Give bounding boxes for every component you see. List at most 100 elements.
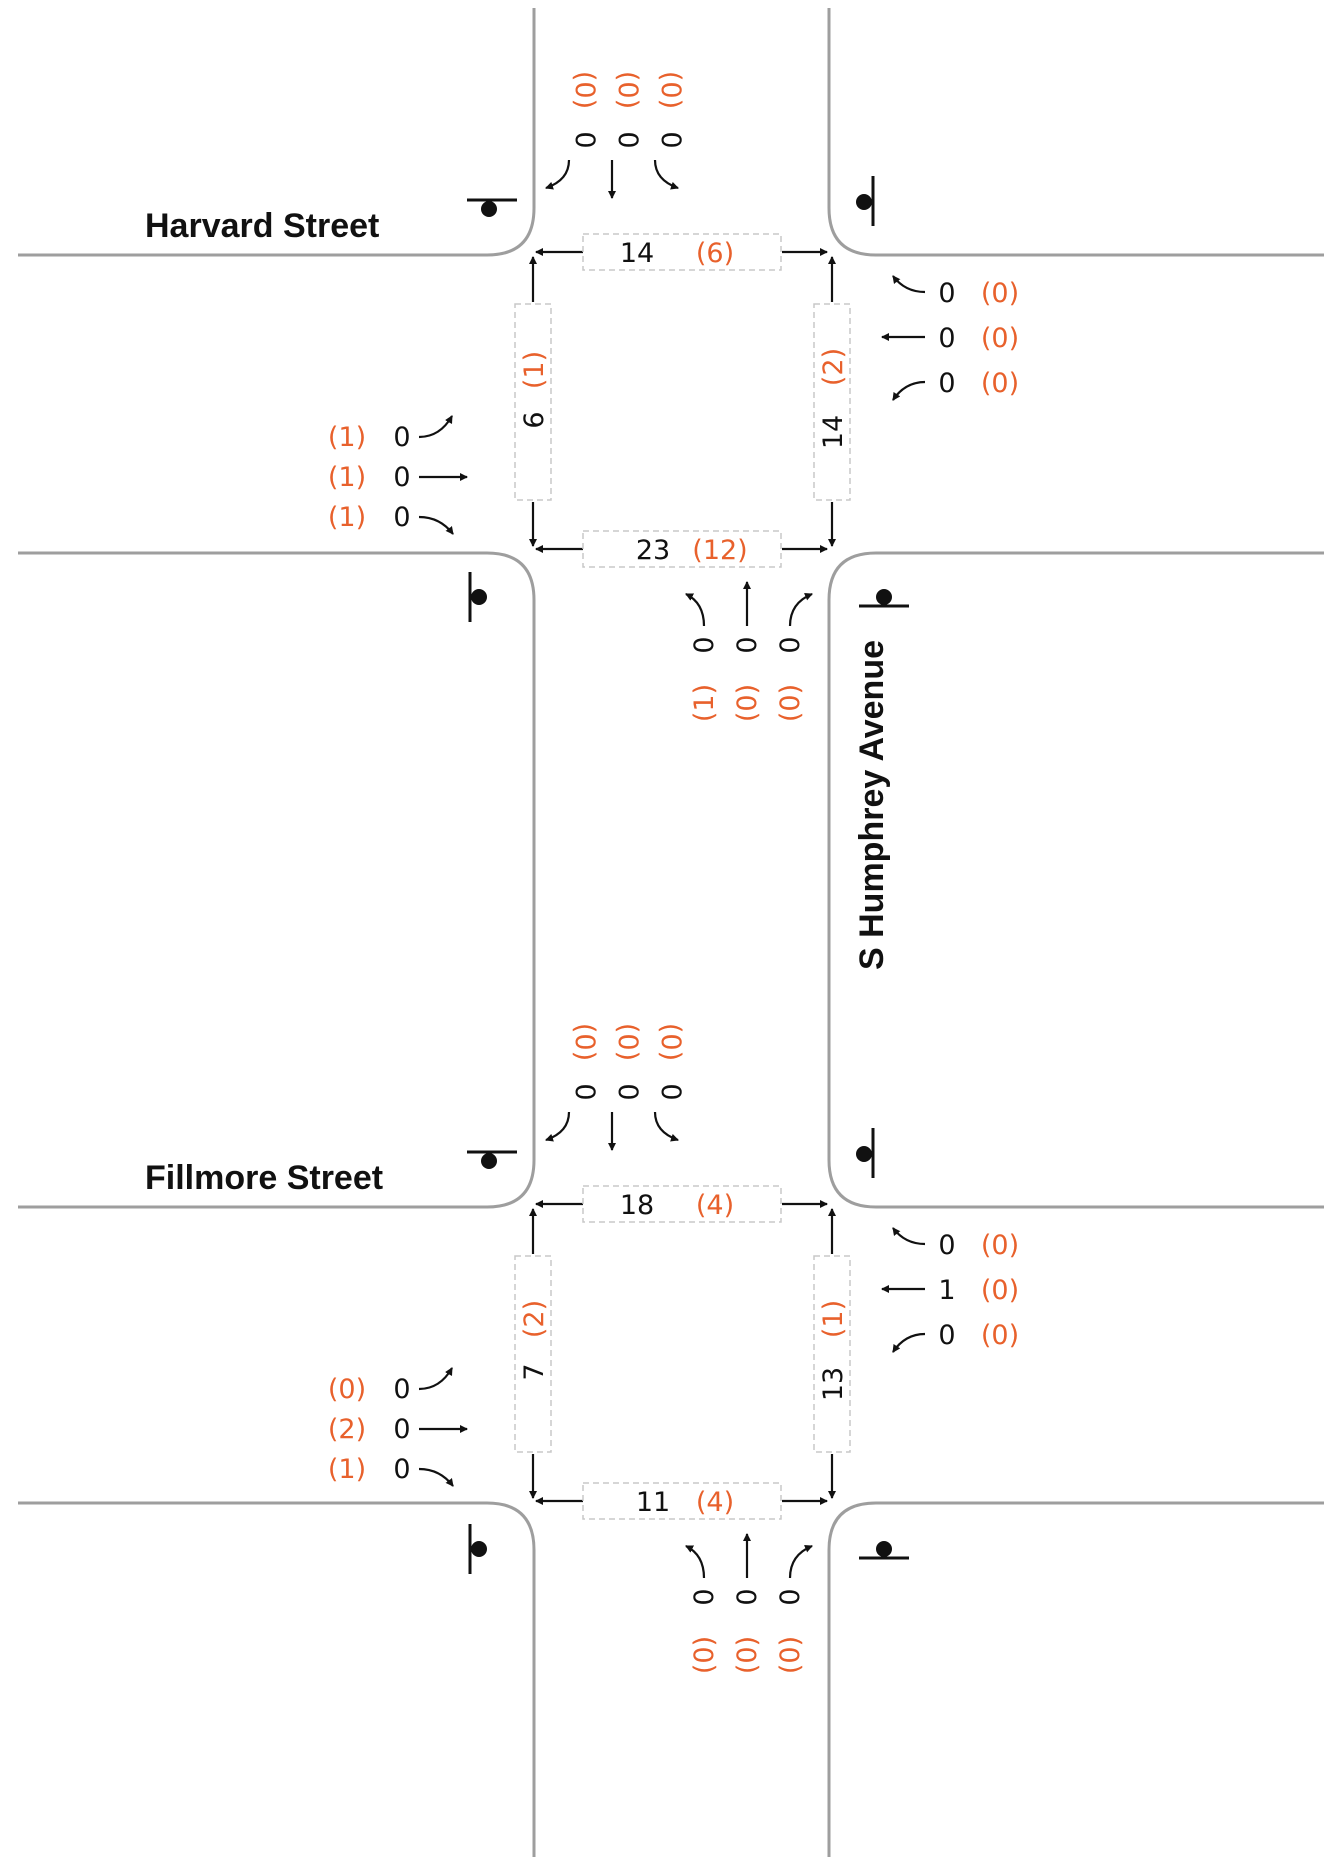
movement-paren-count: (0) xyxy=(981,1275,1019,1306)
movement-paren-count: (0) xyxy=(569,1023,600,1061)
right-turn-arrow-icon xyxy=(418,1467,454,1487)
approach-westbound: 0 0 0 (0) (0) (0) xyxy=(881,275,1019,401)
left-turn-arrow-icon xyxy=(653,159,679,190)
movement-paren-count: (0) xyxy=(775,684,806,722)
stop-sign-icon xyxy=(859,1541,909,1560)
movement-count: 0 xyxy=(612,1083,643,1100)
curb-ne-harvard xyxy=(827,8,1324,257)
movement-paren-count: (0) xyxy=(775,1636,806,1674)
approach-eastbound: (0) (2) (1) 0 0 0 xyxy=(328,1367,468,1487)
crosswalk-east: 14 (2) xyxy=(813,303,851,501)
movement-count: 0 xyxy=(938,323,955,354)
movement-count: 0 xyxy=(938,1230,955,1261)
crosswalk-count: 23 xyxy=(636,535,670,566)
left-turn-arrow-icon xyxy=(653,1111,679,1142)
movement-count: 0 xyxy=(732,1588,763,1605)
street-label-harvard: Harvard Street xyxy=(145,207,379,245)
right-turn-arrow-icon xyxy=(545,159,571,190)
crosswalk-count: 18 xyxy=(620,1190,654,1221)
movement-paren-count: (0) xyxy=(981,368,1019,399)
street-label-humphrey: S Humphrey Avenue xyxy=(853,640,891,970)
approach-southbound: (0) (0) (0) 0 0 0 xyxy=(545,1023,686,1151)
movement-count: 0 xyxy=(689,1588,720,1605)
curb-east-block xyxy=(827,551,1324,1209)
movement-count: 0 xyxy=(569,131,600,148)
stop-sign-icon xyxy=(856,176,875,226)
movement-count: 0 xyxy=(393,1374,410,1405)
street-label-fillmore: Fillmore Street xyxy=(145,1159,383,1197)
crosswalk-west: 7 (2) xyxy=(514,1255,552,1453)
stop-sign-icon xyxy=(859,589,909,608)
left-turn-arrow-icon xyxy=(418,1367,453,1391)
movement-count: 0 xyxy=(655,131,686,148)
movement-paren-count: (0) xyxy=(981,323,1019,354)
crosswalk-paren-count: (2) xyxy=(818,348,849,386)
right-turn-arrow-icon xyxy=(892,275,926,294)
curb-sw-fillmore xyxy=(18,1501,536,1857)
movement-paren-count: (0) xyxy=(655,1023,686,1061)
crosswalk-count: 14 xyxy=(818,415,849,449)
movement-count: 0 xyxy=(938,278,955,309)
left-turn-arrow-icon xyxy=(685,1545,706,1579)
crosswalk-arrows xyxy=(529,1200,836,1505)
crosswalk-paren-count: (2) xyxy=(519,1300,550,1338)
stop-sign-icon xyxy=(468,1524,487,1574)
movement-count: 0 xyxy=(732,636,763,653)
crosswalk-paren-count: (1) xyxy=(818,1300,849,1338)
crosswalk-paren-count: (1) xyxy=(519,351,550,389)
stop-sign-icon xyxy=(467,1150,517,1169)
movement-count: 0 xyxy=(393,1414,410,1445)
movement-paren-count: (0) xyxy=(732,684,763,722)
movement-paren-count: (2) xyxy=(328,1414,366,1445)
stop-sign-icon xyxy=(856,1128,875,1178)
approach-northbound: 0 0 0 (1) (0) (0) xyxy=(685,581,813,722)
movement-paren-count: (0) xyxy=(655,71,686,109)
right-turn-arrow-icon xyxy=(788,1544,813,1579)
movement-paren-count: (0) xyxy=(981,1320,1019,1351)
right-turn-arrow-icon xyxy=(892,1227,926,1246)
movement-count: 0 xyxy=(393,422,410,453)
curb-nw-harvard xyxy=(18,8,536,257)
curb-lines xyxy=(18,8,1324,1857)
movement-count: 0 xyxy=(938,368,955,399)
movement-count: 0 xyxy=(938,1320,955,1351)
movement-count: 0 xyxy=(612,131,643,148)
left-turn-arrow-icon xyxy=(685,593,706,627)
left-turn-arrow-icon xyxy=(892,1332,926,1353)
approach-westbound: 0 1 0 (0) (0) (0) xyxy=(881,1227,1019,1353)
approach-eastbound: (1) (1) (1) 0 0 0 xyxy=(328,415,468,535)
crosswalk-paren-count: (6) xyxy=(696,238,734,269)
crosswalk-arrows xyxy=(529,248,836,553)
intersection-harvard: 14 (6) 23 (12) 6 (1) 14 (2) (0) (0) (0) … xyxy=(328,71,1019,722)
left-turn-arrow-icon xyxy=(418,415,453,439)
movement-count: 0 xyxy=(775,1588,806,1605)
curb-west-block xyxy=(18,551,536,1209)
curb-se-fillmore xyxy=(827,1501,1324,1857)
stop-sign-icon xyxy=(468,572,487,622)
left-turn-arrow-icon xyxy=(892,380,926,401)
movement-paren-count: (0) xyxy=(569,71,600,109)
crosswalk-count: 14 xyxy=(620,238,654,269)
crosswalk-south: 11 (4) xyxy=(582,1482,782,1520)
movement-count: 0 xyxy=(393,1454,410,1485)
movement-paren-count: (0) xyxy=(981,278,1019,309)
movement-paren-count: (0) xyxy=(612,71,643,109)
movement-paren-count: (0) xyxy=(981,1230,1019,1261)
movement-paren-count: (1) xyxy=(328,502,366,533)
crosswalk-count: 13 xyxy=(818,1367,849,1401)
crosswalk-paren-count: (4) xyxy=(696,1190,734,1221)
right-turn-arrow-icon xyxy=(788,592,813,627)
crosswalk-count: 11 xyxy=(636,1487,670,1518)
crosswalk-paren-count: (4) xyxy=(696,1487,734,1518)
stop-sign-icons xyxy=(467,176,909,1574)
movement-paren-count: (1) xyxy=(328,1454,366,1485)
crosswalk-count: 7 xyxy=(519,1363,550,1380)
right-turn-arrow-icon xyxy=(418,515,454,535)
movement-count: 0 xyxy=(569,1083,600,1100)
crosswalk-east: 13 (1) xyxy=(813,1255,851,1453)
crosswalk-count: 6 xyxy=(519,411,550,428)
approach-northbound: 0 0 0 (0) (0) (0) xyxy=(685,1533,813,1674)
movement-paren-count: (0) xyxy=(689,1636,720,1674)
crosswalk-south: 23 (12) xyxy=(582,530,782,568)
